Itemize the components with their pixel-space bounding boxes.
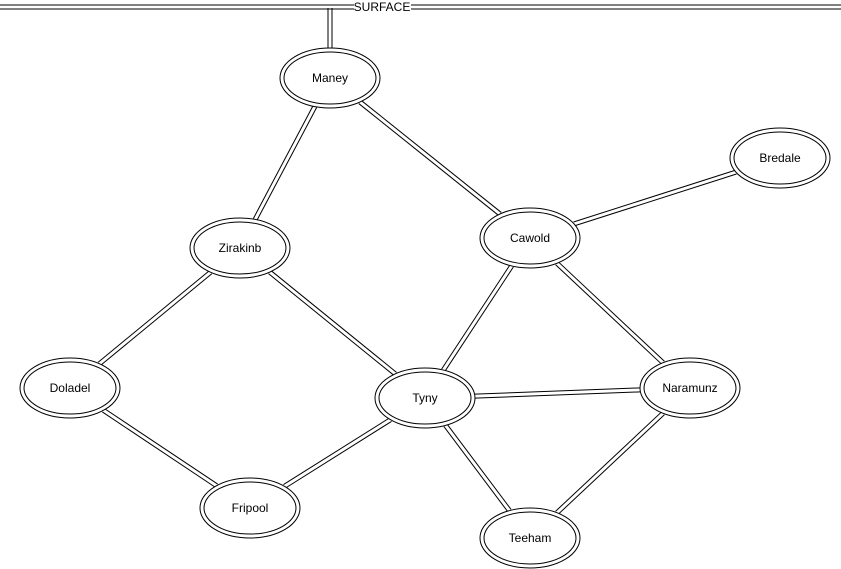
node-outer-ellipse (189, 217, 291, 279)
node-label: Cawold (510, 231, 550, 245)
node-inner-ellipse (483, 211, 577, 265)
edge-maney-cawold (358, 100, 502, 216)
edge-cawold-naramunz (555, 261, 665, 365)
node-label: Teeham (509, 531, 552, 545)
node-fripool[interactable]: Fripool (199, 477, 301, 539)
edge-stroke (446, 423, 512, 510)
node-label: Doladel (50, 381, 91, 395)
node-label: Zirakinb (219, 241, 262, 255)
edge-stroke (268, 273, 395, 376)
edge-stroke (474, 391, 641, 399)
node-inner-ellipse (203, 481, 297, 535)
node-maney[interactable]: Maney (279, 47, 381, 109)
surface-layer: SURFACE (0, 0, 841, 14)
node-outer-ellipse (199, 477, 301, 539)
node-outer-ellipse (279, 47, 381, 109)
edge-stroke (270, 270, 397, 373)
edge-stroke (574, 173, 737, 227)
edge-stroke (252, 105, 314, 219)
edge-stroke (443, 426, 509, 513)
node-cawold[interactable]: Cawold (479, 207, 581, 269)
edge-stroke (104, 408, 218, 485)
edge-cawold-bredale (573, 169, 737, 227)
edge-tyny-naramunz (474, 387, 641, 399)
node-outer-ellipse (639, 357, 741, 419)
edge-surface-maney (327, 8, 333, 48)
node-inner-ellipse (483, 511, 577, 565)
edge-layer (97, 8, 737, 515)
edge-stroke (360, 100, 502, 213)
node-inner-ellipse (378, 371, 472, 425)
edge-cawold-tyny (441, 264, 514, 372)
edge-stroke (557, 261, 665, 362)
node-inner-ellipse (733, 131, 827, 185)
edge-stroke (573, 169, 736, 223)
edge-stroke (97, 270, 210, 363)
edge-stroke (102, 411, 216, 488)
edge-tyny-teeham (443, 423, 512, 513)
node-inner-ellipse (193, 221, 287, 275)
edge-naramunz-teeham (555, 411, 665, 515)
node-bredale[interactable]: Bredale (729, 127, 831, 189)
edge-maney-zirakinb (252, 105, 318, 221)
node-label: Naramunz (662, 381, 717, 395)
node-naramunz[interactable]: Naramunz (639, 357, 741, 419)
node-inner-ellipse (643, 361, 737, 415)
node-outer-ellipse (479, 207, 581, 269)
edge-stroke (283, 417, 390, 486)
edge-stroke (555, 411, 663, 512)
edge-stroke (358, 103, 500, 216)
edge-stroke (444, 266, 514, 372)
node-outer-ellipse (729, 127, 831, 189)
node-tyny[interactable]: Tyny (374, 367, 476, 429)
edge-stroke (285, 420, 392, 489)
edge-stroke (555, 264, 663, 365)
node-outer-ellipse (19, 357, 121, 419)
edge-doladel-fripool (102, 408, 218, 488)
node-label: Maney (312, 71, 348, 85)
node-outer-ellipse (374, 367, 476, 429)
edge-stroke (557, 414, 665, 515)
node-inner-ellipse (283, 51, 377, 105)
node-inner-ellipse (23, 361, 117, 415)
edge-tyny-fripool (283, 417, 392, 489)
node-label: Bredale (759, 151, 801, 165)
node-teeham[interactable]: Teeham (479, 507, 581, 569)
node-doladel[interactable]: Doladel (19, 357, 121, 419)
node-zirakinb[interactable]: Zirakinb (189, 217, 291, 279)
surface-label: SURFACE (354, 0, 411, 14)
edge-zirakinb-doladel (97, 270, 213, 366)
edge-stroke (441, 264, 511, 370)
edge-stroke (474, 387, 641, 395)
node-label: Tyny (412, 391, 437, 405)
edge-stroke (256, 107, 318, 221)
edge-zirakinb-tyny (268, 270, 397, 376)
edge-stroke (100, 273, 213, 366)
node-label: Fripool (232, 501, 269, 515)
node-outer-ellipse (479, 507, 581, 569)
